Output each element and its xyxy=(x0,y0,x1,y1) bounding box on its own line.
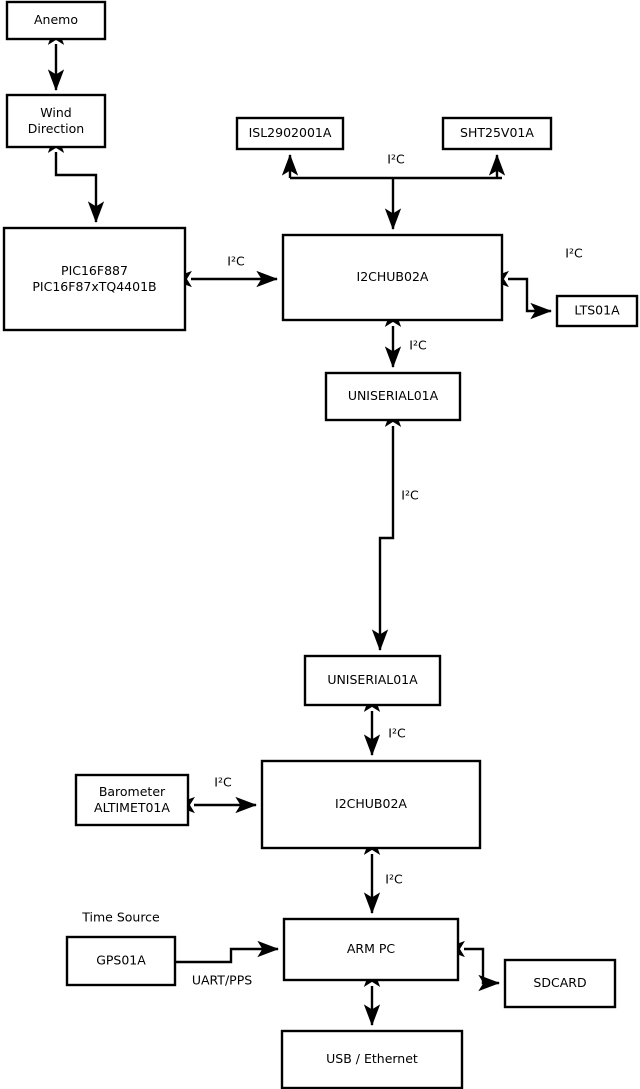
node-label-armpc: ARM PC xyxy=(347,941,396,956)
node-box-usb[interactable] xyxy=(280,1029,464,1089)
node-label-lts: LTS01A xyxy=(574,303,620,318)
node-lts[interactable]: LTS01A xyxy=(555,294,639,328)
node-label-anemo: Anemo xyxy=(34,12,78,27)
edge-line-gps-armpc xyxy=(175,940,279,964)
node-label-gps: GPS01A xyxy=(96,953,146,968)
node-box-sht[interactable] xyxy=(441,116,553,151)
node-hub_bottom[interactable]: I2CHUB02A xyxy=(260,759,482,850)
node-box-lts[interactable] xyxy=(555,294,639,328)
edge-gps-armpc: UART/PPS xyxy=(175,940,279,988)
edge-label-pic-hub: I²C xyxy=(227,254,245,269)
edge-wind-pic xyxy=(47,131,105,223)
node-box-hub_bottom[interactable] xyxy=(260,759,482,850)
node-sht[interactable]: SHT25V01A xyxy=(441,116,553,151)
node-label-isl: ISL2902001A xyxy=(249,125,332,140)
edge-uni-bot-hub-bot: I²C xyxy=(363,690,406,756)
node-box-armpc[interactable] xyxy=(282,917,460,982)
edge-label-hub-isl-sht: I²C xyxy=(387,152,405,167)
node-label-uni_bottom: UNISERIAL01A xyxy=(327,672,418,687)
node-label-uni_top: UNISERIAL01A xyxy=(348,388,439,403)
node-box-anemo[interactable] xyxy=(5,0,107,41)
edge-label-gps-armpc: UART/PPS xyxy=(192,973,252,988)
node-hub_top[interactable]: I2CHUB02A xyxy=(281,233,504,322)
node-anemo[interactable]: Anemo xyxy=(5,0,107,41)
edge-label-hub-uni-top: I²C xyxy=(409,338,427,353)
node-label-sdcard: SDCARD xyxy=(533,975,586,990)
node-box-isl[interactable] xyxy=(235,116,345,151)
edge-hub-lts: I²C xyxy=(487,246,583,320)
edges-layer: I²C I²C I²C I²C I²C I²C I²C I²C UART/PPS xyxy=(47,23,583,1026)
edge-armpc-sdcard xyxy=(443,940,500,992)
edge-line-hub-lts xyxy=(487,270,552,320)
node-label-hub_top: I2CHUB02A xyxy=(357,269,429,284)
node-label-hub_bottom: I2CHUB02A xyxy=(335,796,407,811)
free-label-time-source: Time Source xyxy=(81,910,160,925)
node-label-usb: USB / Ethernet xyxy=(326,1051,418,1066)
edge-label-hub-bot-armpc: I²C xyxy=(385,872,403,887)
node-box-sdcard[interactable] xyxy=(503,958,617,1009)
node-usb[interactable]: USB / Ethernet xyxy=(280,1029,464,1089)
edge-label-barometer-hub: I²C xyxy=(214,775,232,790)
node-label-sht: SHT25V01A xyxy=(460,125,534,140)
node-armpc[interactable]: ARM PC xyxy=(282,917,460,982)
edge-line-wind-pic xyxy=(47,131,105,223)
edge-barometer-hub: I²C xyxy=(173,775,257,814)
free-labels-layer: Time Source xyxy=(81,910,160,925)
node-box-uni_top[interactable] xyxy=(324,371,462,422)
node-uni_bottom[interactable]: UNISERIAL01A xyxy=(303,654,442,707)
edge-label-uni-top-uni-bot: I²C xyxy=(401,488,419,503)
edge-label-hub-lts: I²C xyxy=(565,246,583,261)
node-box-hub_top[interactable] xyxy=(281,233,504,322)
edge-hub-uni-top: I²C xyxy=(384,305,427,368)
node-box-uni_bottom[interactable] xyxy=(303,654,442,707)
node-gps[interactable]: GPS01A xyxy=(65,935,177,987)
node-box-pic[interactable] xyxy=(2,226,187,332)
edge-uni-top-uni-bot: I²C xyxy=(371,405,419,651)
edge-line-armpc-sdcard xyxy=(443,940,500,992)
edge-label-uni-bot-hub-bot: I²C xyxy=(388,726,406,741)
node-isl[interactable]: ISL2902001A xyxy=(235,116,345,151)
edge-hub-isl-sht: I²C xyxy=(290,152,502,180)
edge-line-uni-top-uni-bot xyxy=(371,405,402,651)
edge-pic-hub: I²C xyxy=(170,254,278,288)
node-box-barometer[interactable] xyxy=(74,773,190,827)
node-box-wind[interactable] xyxy=(5,93,107,149)
node-uni_top[interactable]: UNISERIAL01A xyxy=(324,371,462,422)
edge-hub-bot-armpc: I²C xyxy=(363,833,403,914)
node-sdcard[interactable]: SDCARD xyxy=(503,958,617,1009)
node-box-gps[interactable] xyxy=(65,935,177,987)
